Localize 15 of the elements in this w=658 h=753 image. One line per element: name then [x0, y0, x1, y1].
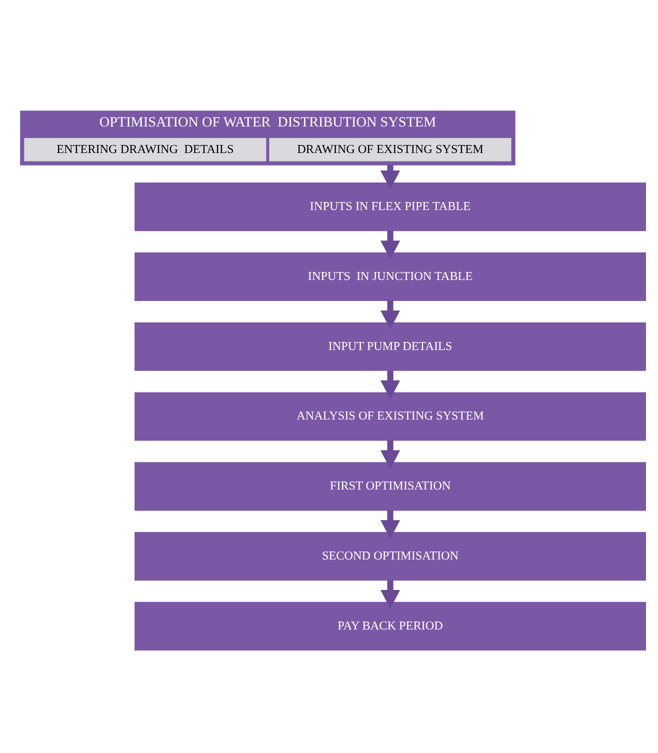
- arrow: [380, 580, 400, 609]
- arrow: [380, 230, 400, 260]
- node-box: PAY BACK PERIOD: [134, 602, 646, 650]
- node-box: INPUTS IN JUNCTION TABLE: [134, 252, 646, 302]
- arrow: [380, 440, 400, 469]
- node-box: INPUTS IN FLEX PIPE TABLE: [134, 182, 646, 232]
- node-box: ENTERING DRAWING DETAILS: [24, 138, 266, 162]
- node-box: ANALYSIS OF EXISTING SYSTEM: [134, 392, 646, 441]
- arrow: [380, 370, 400, 400]
- node-box: SECOND OPTIMISATION: [134, 532, 646, 581]
- arrow: [380, 300, 400, 330]
- node-box: INPUT PUMP DETAILS: [134, 322, 646, 371]
- node-box: DRAWING OF EXISTING SYSTEM: [269, 138, 512, 162]
- arrow: [380, 510, 400, 539]
- node-box: FIRST OPTIMISATION: [134, 462, 646, 511]
